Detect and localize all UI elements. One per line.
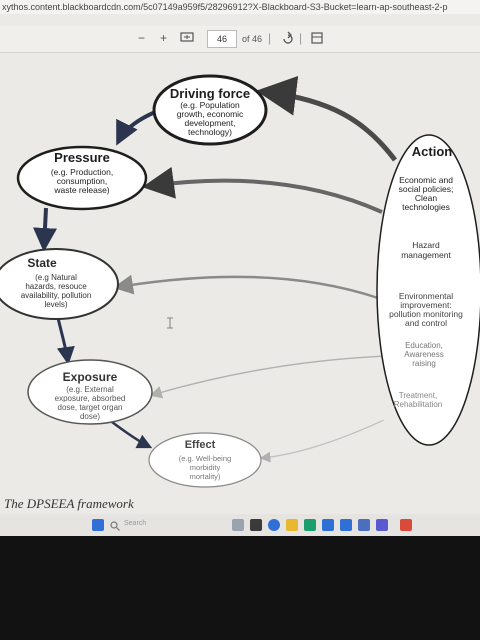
action-item-line: social policies;: [399, 184, 454, 194]
taskbar-search-input[interactable]: Search: [124, 520, 147, 527]
action-item-line: Rehabilitation: [394, 400, 442, 409]
store-icon[interactable]: [340, 519, 352, 531]
task-view-icon[interactable]: [232, 519, 244, 531]
arrow-action-to-pressure: [142, 166, 383, 214]
action-item-line: Education,: [405, 341, 443, 350]
page-count-label: of 46: [242, 34, 263, 44]
widgets-icon[interactable]: [250, 519, 262, 531]
pressure-title: Pressure: [54, 150, 110, 165]
text-cursor-icon: [167, 317, 173, 329]
action-item-line: Economic and: [399, 175, 453, 185]
action-item-line: management: [401, 250, 451, 260]
action-item-line: Hazard: [412, 240, 440, 250]
fit-page-icon[interactable]: [180, 31, 194, 46]
action-item-line: pollution monitoring: [389, 309, 463, 319]
outlook-icon[interactable]: [322, 519, 334, 531]
rotate-icon[interactable]: [281, 31, 295, 48]
effect-ellipse: [148, 432, 262, 488]
screen: xythos.content.blackboardcdn.com/5c07149…: [0, 0, 480, 536]
zoom-in-button[interactable]: +: [160, 31, 168, 45]
action-item-line: Awareness: [404, 350, 443, 359]
pressure-line: consumption,: [57, 176, 108, 186]
driving-force-title: Driving force: [170, 86, 250, 101]
action-item-line: improvement:: [400, 300, 452, 310]
driving-force-line: (e.g. Population: [180, 100, 240, 110]
toolbar-divider: |: [268, 31, 272, 45]
pdf-toolbar: − + 46 of 46 | |: [0, 26, 480, 53]
state-line: hazards, resouce: [25, 282, 87, 291]
driving-force-line: growth, economic: [177, 109, 244, 119]
exposure-line: dose, target organ: [58, 403, 123, 412]
search-icon[interactable]: [110, 518, 120, 536]
exposure-ellipse: [27, 359, 153, 425]
action-item-line: raising: [412, 359, 436, 368]
start-icon[interactable]: [92, 519, 104, 531]
exposure-line: exposure, absorbed: [55, 394, 126, 403]
dpseea-diagram: Driving force (e.g. Population growth, e…: [0, 74, 480, 488]
state-line: availability, pollution: [21, 291, 92, 300]
arrow-pressure-to-state: [33, 207, 57, 252]
chat-icon[interactable]: [268, 519, 280, 531]
arrow-state-to-exposure: [56, 317, 75, 365]
zoom-out-button[interactable]: −: [138, 31, 146, 45]
state-title: State: [27, 256, 57, 270]
state-line: (e.g Natural: [35, 273, 77, 282]
arrow-action-to-state: [113, 274, 379, 300]
pressure-line: waste release): [53, 185, 109, 195]
driving-force-line: development,: [184, 118, 235, 128]
action-item-line: and control: [405, 318, 447, 328]
action-item-line: Clean: [415, 193, 437, 203]
action-ellipse: [376, 134, 480, 446]
office-icon[interactable]: [400, 519, 412, 531]
exposure-title: Exposure: [63, 370, 118, 384]
toolbar-divider: |: [299, 31, 303, 45]
url-bar[interactable]: xythos.content.blackboardcdn.com/5c07149…: [0, 0, 480, 14]
figure-caption: The DPSEEA framework: [4, 496, 134, 511]
pressure-line: (e.g. Production,: [51, 167, 113, 177]
arrow-action-to-exposure: [149, 355, 387, 399]
arrow-action-to-effect: [259, 419, 385, 463]
file-explorer-icon[interactable]: [286, 519, 298, 531]
exposure-line: (e.g. External: [66, 385, 114, 394]
action-item-line: technologies: [402, 202, 450, 212]
page-view-icon[interactable]: [310, 31, 324, 48]
arrow-action-to-driving-force: [256, 75, 397, 162]
effect-line: mortality): [190, 472, 221, 481]
effect-title: Effect: [185, 439, 216, 451]
driving-force-ellipse: [152, 74, 268, 146]
state-ellipse: [0, 248, 119, 320]
action-title: Action: [412, 144, 453, 159]
teams-icon[interactable]: [376, 519, 388, 531]
page-number-input[interactable]: 46: [207, 30, 237, 48]
action-item-line: Environmental: [399, 291, 453, 301]
effect-line: (e.g. Well-being: [179, 454, 231, 463]
arrow-exposure-to-effect: [111, 420, 153, 449]
state-line: levels): [44, 300, 67, 309]
driving-force-line: technology): [188, 127, 232, 137]
pressure-ellipse: [16, 145, 148, 211]
photos-icon[interactable]: [358, 519, 370, 531]
edge-browser-icon[interactable]: [304, 519, 316, 531]
action-item-line: Treatment,: [399, 391, 437, 400]
exposure-line: dose): [80, 412, 100, 421]
taskbar: Search: [0, 514, 480, 536]
effect-line: morbidity: [190, 463, 221, 472]
